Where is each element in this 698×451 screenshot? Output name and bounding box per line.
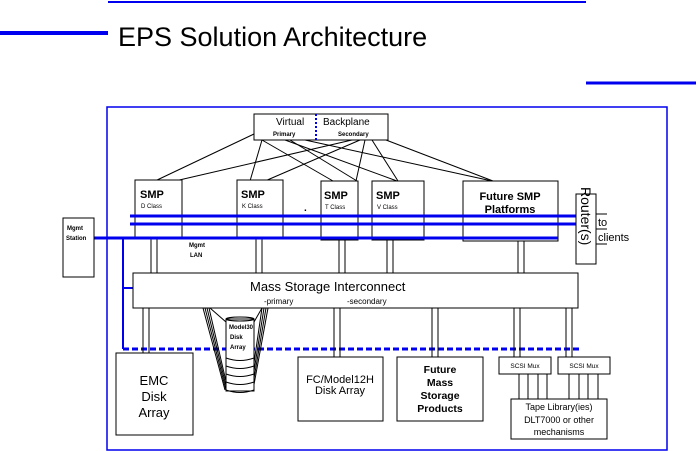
model30-line1: Model30 bbox=[229, 325, 254, 331]
future-storage-line2: Mass bbox=[427, 377, 453, 389]
virtual-backplane: Virtual Backplane Primary Secondary bbox=[253, 113, 389, 141]
router: Router(s) to clients bbox=[575, 187, 630, 265]
network-buses bbox=[93, 214, 578, 240]
backplane-primary: Primary bbox=[273, 132, 296, 138]
backplane-secondary: Secondary bbox=[338, 132, 369, 138]
model30-line2: Disk bbox=[230, 335, 243, 341]
smp-node-v: SMP V Class bbox=[371, 180, 425, 241]
router-clients-label: clients bbox=[598, 232, 630, 244]
backplane-label-right: Backplane bbox=[323, 117, 370, 128]
smp-node-d: SMP D Class bbox=[134, 179, 183, 240]
scsi-mux-1: SCSI Mux bbox=[498, 356, 552, 375]
emc-disk-array: EMC Disk Array bbox=[115, 352, 194, 436]
emc-line1: EMC bbox=[140, 373, 169, 388]
fc-line2: Disk Array bbox=[315, 385, 366, 397]
ellipsis-marker: . bbox=[304, 203, 307, 214]
backplane-label-left: Virtual bbox=[276, 117, 304, 128]
model30-line3: Array bbox=[230, 345, 246, 351]
smp-node-class: D Class bbox=[141, 204, 162, 210]
future-storage-line3: Storage bbox=[420, 390, 459, 402]
mass-storage-interconnect: Mass Storage Interconnect -primary -seco… bbox=[132, 272, 579, 309]
smp-node-class: T Class bbox=[325, 205, 345, 211]
smp-node-k: SMP K Class bbox=[236, 179, 284, 240]
backplane-links bbox=[154, 133, 494, 182]
future-mass-storage: Future Mass Storage Products bbox=[396, 356, 484, 422]
model30-disk-array: Model30 Disk Array bbox=[202, 307, 269, 393]
smp-node-class: K Class bbox=[242, 204, 263, 210]
smp-node-name: SMP bbox=[376, 190, 400, 202]
fc-line1: FC/Model12H bbox=[306, 374, 374, 386]
storage-links bbox=[142, 308, 573, 357]
future-smp-line2: Platforms bbox=[485, 204, 536, 216]
scsi-mux-2: SCSI Mux bbox=[557, 356, 611, 375]
smp-node-name: SMP bbox=[324, 190, 348, 202]
mgmt-station-line2: Station bbox=[66, 236, 87, 242]
future-storage-line4: Products bbox=[417, 403, 463, 415]
emc-line3: Array bbox=[138, 405, 170, 420]
interconnect-label: Mass Storage Interconnect bbox=[250, 279, 406, 294]
future-smp-platforms: Future SMP Platforms bbox=[462, 180, 559, 242]
mgmt-lan-line1: Mgmt bbox=[189, 243, 205, 249]
tape-library: Tape Library(ies) DLT7000 or other mecha… bbox=[510, 398, 608, 440]
interconnect-primary: -primary bbox=[264, 297, 293, 306]
smp-interconnect-links bbox=[150, 238, 525, 274]
scsi-mux-label: SCSI Mux bbox=[510, 363, 540, 370]
smp-node-name: SMP bbox=[241, 189, 265, 201]
interconnect-secondary: -secondary bbox=[347, 297, 387, 306]
tape-line3: mechanisms bbox=[534, 427, 585, 437]
mgmt-station-line1: Mgmt bbox=[67, 226, 83, 232]
fc-model12h-disk-array: FC/Model12H Disk Array bbox=[297, 356, 384, 422]
tape-line2: DLT7000 or other bbox=[524, 415, 594, 425]
mgmt-station: Mgmt Station bbox=[62, 217, 95, 278]
smp-node-t: SMP T Class bbox=[320, 180, 359, 241]
smp-node-name: SMP bbox=[140, 189, 164, 201]
emc-line2: Disk bbox=[141, 389, 167, 404]
scsi-mux-label: SCSI Mux bbox=[569, 363, 599, 370]
page-title: EPS Solution Architecture bbox=[118, 22, 427, 52]
tape-line1: Tape Library(ies) bbox=[525, 402, 592, 412]
future-smp-line1: Future SMP bbox=[479, 191, 540, 203]
mux-tape-links bbox=[518, 374, 599, 399]
system-frame bbox=[106, 106, 668, 451]
smp-node-class: V Class bbox=[377, 205, 398, 211]
router-to-label: to bbox=[598, 217, 607, 229]
router-label: Router(s) bbox=[578, 187, 594, 245]
future-storage-line1: Future bbox=[424, 364, 457, 376]
mgmt-lan-line2: LAN bbox=[190, 253, 202, 259]
